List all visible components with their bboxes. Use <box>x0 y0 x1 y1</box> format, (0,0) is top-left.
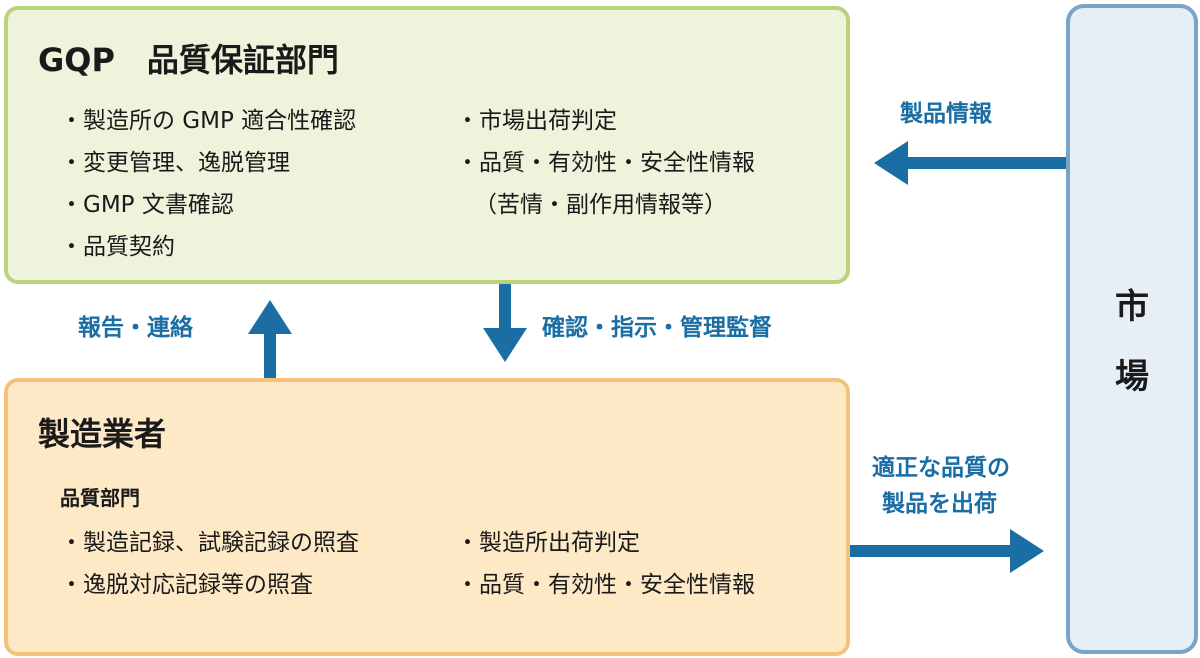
mfr-item-record-review: ・製造記録、試験記録の照査 <box>60 530 359 556</box>
instruct-arrow-down-icon <box>483 284 527 362</box>
quality-dept-label: 品質部門 <box>60 486 140 510</box>
mfr-item-safety-info: ・品質・有効性・安全性情報 <box>456 572 755 598</box>
mfr-item-site-release: ・製造所出荷判定 <box>456 530 640 556</box>
gqp-item-gmp-documents: ・GMP 文書確認 <box>60 192 234 218</box>
ship-label-line1: 適正な品質の <box>872 455 1010 481</box>
market-label-2: 場 <box>1115 357 1149 397</box>
report-contact-label: 報告・連絡 <box>78 315 193 341</box>
product-info-arrow-icon <box>874 141 1066 185</box>
gqp-title: GQP 品質保証部門 <box>38 41 339 79</box>
manufacturer-box: 製造業者 品質部門 ・製造記録、試験記録の照査 ・逸脱対応記録等の照査 ・製造所… <box>4 378 850 656</box>
gqp-item-safety-info: ・品質・有効性・安全性情報 <box>456 150 755 176</box>
confirm-instruct-label: 確認・指示・管理監督 <box>542 315 772 341</box>
ship-arrow-right-icon <box>850 529 1044 573</box>
gqp-item-change-deviation: ・変更管理、逸脱管理 <box>60 150 290 176</box>
manufacturer-title: 製造業者 <box>38 415 167 453</box>
gqp-item-complaints-note: （苦情・副作用情報等） <box>474 192 727 218</box>
report-arrow-up-icon <box>248 300 292 378</box>
product-info-label: 製品情報 <box>900 101 992 127</box>
gqp-box: GQP 品質保証部門 ・製造所の GMP 適合性確認 ・変更管理、逸脱管理 ・G… <box>4 6 850 284</box>
gqp-item-market-release: ・市場出荷判定 <box>456 108 617 134</box>
mfr-item-deviation-review: ・逸脱対応記録等の照査 <box>60 572 313 598</box>
market-box: 市 場 <box>1066 4 1198 654</box>
gqp-item-gmp-compliance: ・製造所の GMP 適合性確認 <box>60 108 357 134</box>
ship-label-line2: 製品を出荷 <box>882 491 997 517</box>
gqp-item-quality-agreement: ・品質契約 <box>60 234 175 260</box>
market-label-1: 市 <box>1115 287 1149 327</box>
